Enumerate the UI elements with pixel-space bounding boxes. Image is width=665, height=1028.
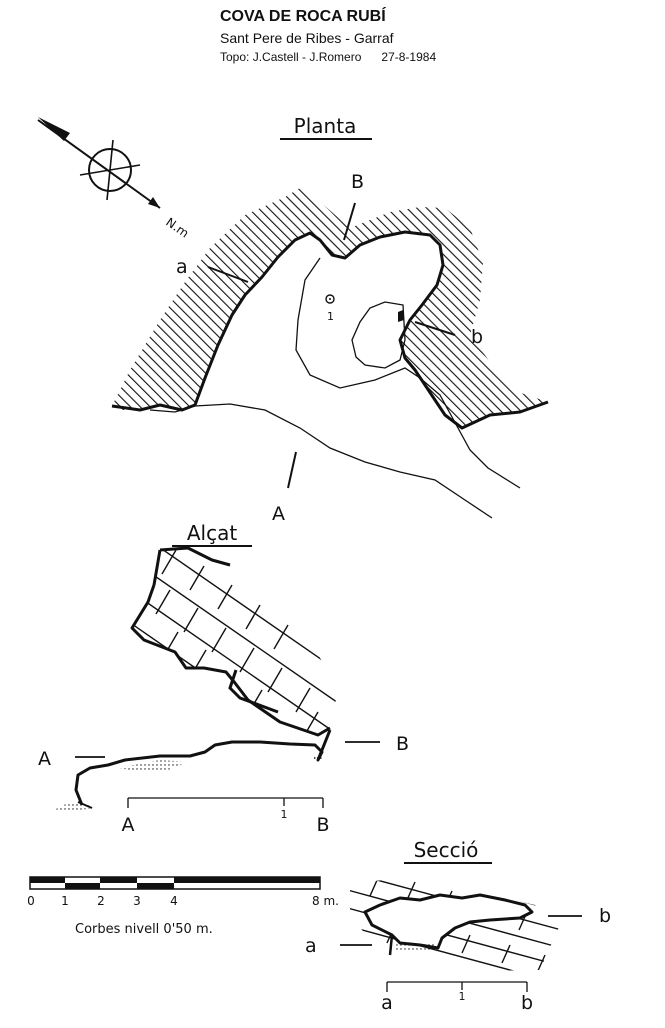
section-axis-mid: 1: [459, 990, 466, 1003]
elevation-A-label: A: [38, 748, 51, 770]
contour-line-outer: [295, 257, 521, 489]
plan-heading: Planta: [294, 114, 357, 138]
survey-authors: Topo: J.Castell - J.Romero: [220, 50, 362, 64]
north-arrow-icon: [37, 117, 161, 209]
section-sediment: [394, 943, 436, 950]
elevation-heading: Alçat: [187, 521, 237, 545]
profile-B-label: B: [351, 171, 364, 193]
elevation-view: Alçat: [38, 521, 409, 836]
elevation-passage-ceiling: [74, 729, 332, 806]
survey-credits: Topo: J.Castell - J.Romero 27-8-1984: [220, 50, 436, 64]
section-cave-outline: [363, 893, 534, 950]
sediment-fill: [118, 760, 188, 770]
section-b-side-label: b: [599, 905, 611, 927]
elevation-axis-start: A: [122, 814, 135, 836]
contour-line-entrance: [149, 403, 493, 519]
survey-station-icon: [325, 294, 335, 304]
profile-A-label: A: [272, 503, 285, 525]
cross-section-view: Secció a: [305, 838, 611, 1014]
elevation-outline: [130, 546, 331, 737]
section-baseline-axis: [386, 981, 528, 992]
section-a-label: a: [176, 256, 188, 278]
contour-interval-note: Corbes nivell 0'50 m.: [75, 922, 213, 937]
scale-tick-0: 0: [27, 894, 35, 908]
section-a-side-label: a: [305, 935, 317, 957]
section-a-mark: [207, 266, 249, 283]
survey-date: 27-8-1984: [381, 50, 437, 64]
section-b-mark: [414, 321, 456, 336]
sheet-title: COVA DE ROCA RUBÍ: [220, 8, 386, 25]
scale-tick-3: 3: [133, 894, 141, 908]
elevation-axis-end: B: [316, 814, 329, 836]
profile-B-mark: [343, 202, 356, 241]
scale-tick-2: 2: [97, 894, 105, 908]
elevation-baseline-axis: [127, 797, 324, 808]
sheet-subtitle: Sant Pere de Ribes - Garraf: [220, 30, 394, 46]
plan-view: Planta N.m 1: [37, 114, 549, 525]
profile-A-mark: [287, 451, 297, 489]
rock-wall-hatched: [112, 188, 548, 428]
section-heading: Secció: [414, 838, 479, 862]
north-label: N.m: [163, 215, 191, 241]
small-rock-block: [398, 310, 404, 322]
elevation-B-label: B: [396, 733, 409, 755]
section-axis-end: b: [521, 992, 533, 1014]
scale-tick-1: 1: [61, 894, 69, 908]
section-b-label: b: [471, 326, 483, 348]
elevation-axis-mid: 1: [281, 808, 288, 821]
scale-tick-4: 4: [170, 894, 178, 908]
section-axis-start: a: [381, 992, 393, 1014]
contour-line-inner: [351, 301, 406, 369]
scale-tick-8m: 8 m.: [312, 894, 339, 908]
scale-bar: 0 1 2 3 4 8 m. Corbes nivell 0'50 m.: [27, 876, 339, 937]
survey-station-label: 1: [327, 310, 334, 323]
